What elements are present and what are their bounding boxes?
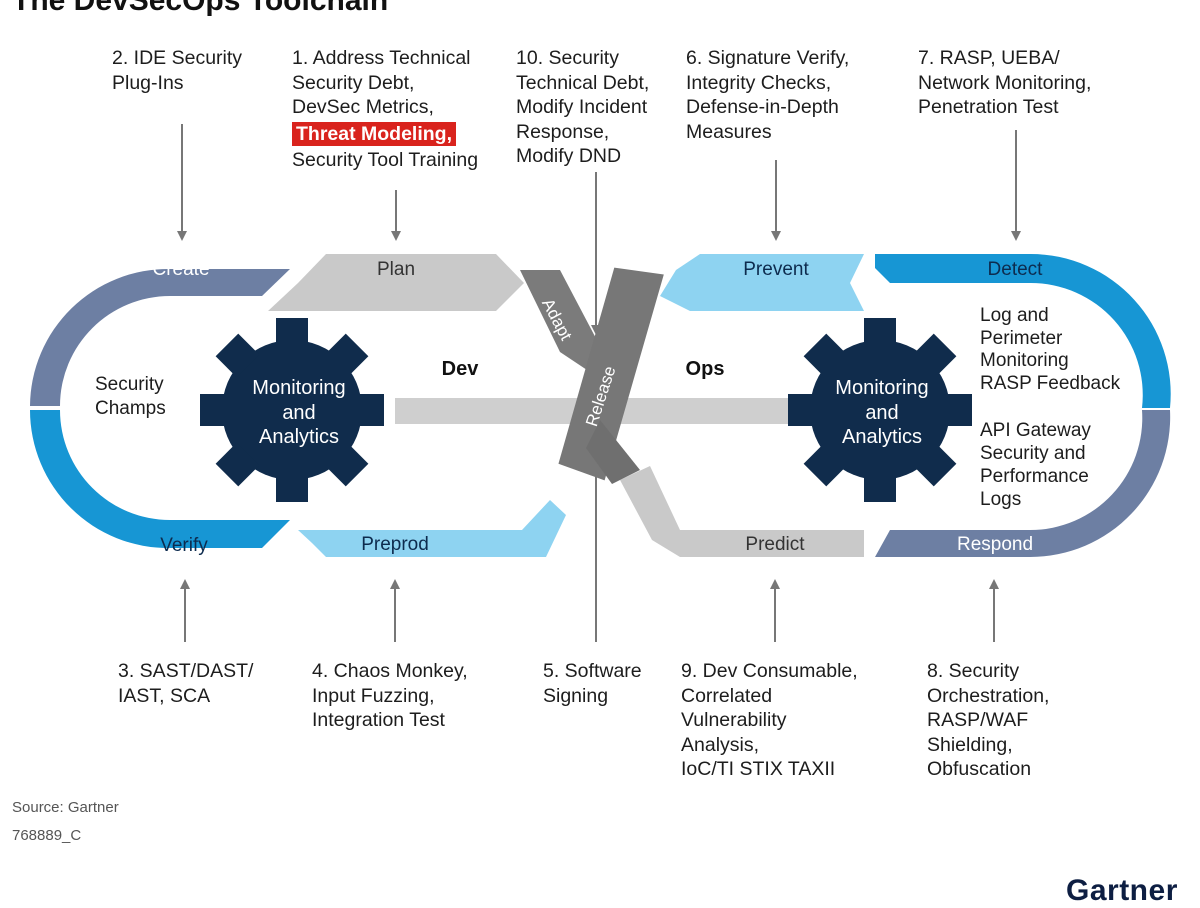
left-gear-line-1: Monitoring <box>252 377 345 399</box>
right-gear-line-1: Monitoring <box>835 377 928 399</box>
stage-plan: Plan <box>377 259 415 280</box>
preprod-band <box>298 500 566 557</box>
detect-note-1: Log and <box>980 305 1049 326</box>
stage-preprod: Preprod <box>361 534 429 555</box>
ops-lower-arrow <box>586 420 640 484</box>
note-line: Network Monitoring, <box>918 71 1092 94</box>
note-line: Measures <box>686 120 772 143</box>
note-line: Signing <box>543 684 609 707</box>
note-line: Penetration Test <box>918 96 1059 118</box>
detect-note-4: RASP Feedback <box>980 373 1121 394</box>
note-ide-security: 2. IDE Security Plug-Ins <box>112 46 242 95</box>
note-line: IAST, SCA <box>118 684 211 707</box>
note-orchestration: 8. Security Orchestration, RASP/WAF Shie… <box>927 659 1049 782</box>
threat-modeling-highlight: Threat Modeling, <box>292 121 456 146</box>
note-software-signing: 5. Software Signing <box>543 659 642 708</box>
right-gear <box>788 318 972 502</box>
respond-note-2: Security and <box>980 443 1086 464</box>
note-address-debt: 1. Address Technical Security Debt, DevS… <box>292 46 478 172</box>
note-line: 7. RASP, UEBA/ <box>918 47 1060 69</box>
source-label: Source: Gartner <box>12 799 119 816</box>
detect-note-2: Perimeter <box>980 328 1063 349</box>
note-line: IoC/TI STIX TAXII <box>681 758 836 780</box>
note-line: 10. Security <box>516 47 619 69</box>
gartner-logo: Gartner <box>1066 874 1178 907</box>
plan-band <box>268 254 524 311</box>
left-gear <box>200 318 384 502</box>
note-dev-consumable: 9. Dev Consumable, Correlated Vulnerabil… <box>681 659 858 782</box>
right-gear-line-2: and <box>865 402 898 424</box>
crossover <box>520 267 664 484</box>
note-line: 1. Address Technical <box>292 47 471 69</box>
verify-arc <box>29 410 290 549</box>
note-signature-verify: 6. Signature Verify, Integrity Checks, D… <box>686 46 849 144</box>
note-line: 2. IDE Security <box>112 47 243 69</box>
right-gear-line-3: Analytics <box>842 426 922 448</box>
detect-note-3: Monitoring <box>980 350 1069 371</box>
note-line: Defense-in-Depth <box>686 96 839 118</box>
prevent-band <box>660 254 864 311</box>
note-line: Technical Debt, <box>516 71 650 94</box>
left-gear-line-3: Analytics <box>259 426 339 448</box>
respond-note-1: API Gateway <box>980 420 1091 441</box>
release-band <box>558 267 664 481</box>
note-line: 4. Chaos Monkey, <box>312 660 468 682</box>
note-line: 8. Security <box>927 660 1020 682</box>
stage-prevent: Prevent <box>743 259 809 280</box>
arrows <box>177 124 1021 642</box>
note-line: RASP/WAF <box>927 709 1029 731</box>
stage-predict: Predict <box>745 534 805 555</box>
note-line: Modify Incident <box>516 96 648 118</box>
note-line: DevSec Metrics, <box>292 96 434 118</box>
note-line: Analysis, <box>681 733 760 756</box>
stage-respond: Respond <box>957 534 1033 555</box>
left-gear-line-2: and <box>282 402 315 424</box>
dev-label: Dev <box>442 358 480 380</box>
adapt-arrow <box>520 270 600 372</box>
note-line: 3. SAST/DAST/ <box>118 660 254 682</box>
note-line: Security Debt, <box>292 71 415 94</box>
figure-code: 768889_C <box>12 827 82 844</box>
note-security-debt: 10. Security Technical Debt, Modify Inci… <box>516 46 649 169</box>
note-line: Plug-Ins <box>112 71 184 94</box>
note-line: Input Fuzzing, <box>312 684 435 707</box>
security-champs-line-1: Security <box>95 374 164 395</box>
note-line: Orchestration, <box>927 684 1050 707</box>
note-line: Obfuscation <box>927 758 1032 780</box>
detect-arc <box>875 253 1171 408</box>
note-line: Security Tool Training <box>292 148 479 171</box>
respond-note-4: Logs <box>980 489 1021 510</box>
dev-connector <box>395 398 580 424</box>
note-rasp: 7. RASP, UEBA/ Network Monitoring, Penet… <box>918 46 1091 120</box>
note-line: Response, <box>516 120 610 143</box>
stage-create: Create <box>152 259 209 280</box>
respond-arc <box>875 410 1171 558</box>
note-line: Integrity Checks, <box>686 71 832 94</box>
security-champs-line-2: Champs <box>95 398 166 419</box>
respond-note-3: Performance <box>980 466 1089 487</box>
note-line: 6. Signature Verify, <box>686 47 850 69</box>
predict-band <box>620 466 864 557</box>
note-line: Vulnerability <box>681 709 787 731</box>
dev-loop <box>29 254 580 557</box>
note-line: Shielding, <box>927 733 1013 756</box>
note-chaos: 4. Chaos Monkey, Input Fuzzing, Integrat… <box>312 659 468 733</box>
note-line: 9. Dev Consumable, <box>681 660 858 682</box>
create-arc <box>30 268 290 406</box>
note-line: 5. Software <box>543 660 642 682</box>
stage-detect: Detect <box>988 259 1044 280</box>
note-line: Correlated <box>681 684 773 707</box>
note-line: Modify DND <box>516 145 622 167</box>
note-line: Integration Test <box>312 709 445 731</box>
ops-connector <box>620 398 810 424</box>
note-sast: 3. SAST/DAST/ IAST, SCA <box>118 659 253 708</box>
ops-loop <box>620 253 1171 558</box>
page-title: The DevSecOps Toolchain <box>12 0 389 17</box>
ops-label: Ops <box>686 358 725 380</box>
stage-verify: Verify <box>160 535 208 556</box>
